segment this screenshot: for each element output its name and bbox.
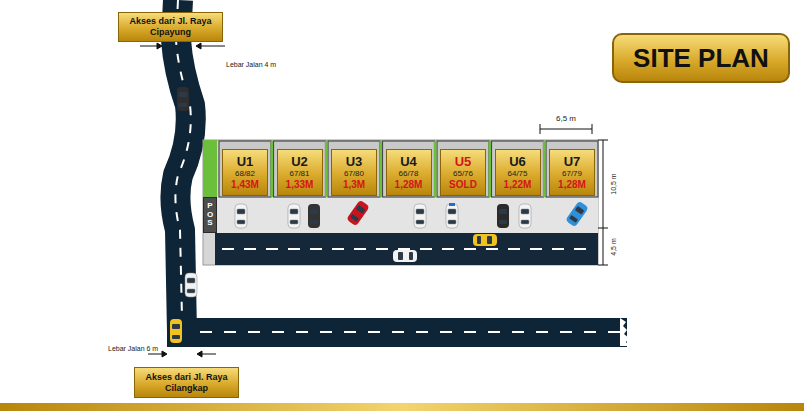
green-strip: [434, 141, 437, 197]
unit-price: 1,43M: [231, 179, 259, 191]
green-strip: [325, 141, 328, 197]
unit-size: 67/81: [289, 169, 309, 179]
unit-label: U267/811,33M: [277, 149, 323, 196]
unit-number: U4: [400, 155, 417, 169]
unit-label: U168/821,43M: [222, 149, 268, 196]
house-plot: [383, 141, 435, 197]
house-plot: [437, 141, 489, 197]
house-plot: [274, 141, 326, 197]
green-strip: [543, 141, 546, 197]
unit-price: 1,3M: [343, 179, 365, 191]
house-plot: [219, 141, 271, 197]
green-strip: [380, 141, 383, 197]
unit-price: 1,28M: [395, 179, 423, 191]
dimension-label: Lebar Jalan 6 m: [108, 345, 158, 352]
access-label: Akses dari Jl. Raya Cipayung: [118, 12, 223, 42]
unit-label: U767/791,28M: [549, 149, 595, 196]
unit-number: U2: [291, 155, 308, 169]
house-plot: [492, 141, 544, 197]
unit-size: 67/80: [344, 169, 364, 179]
dimension-label: 4,5 m: [610, 237, 617, 257]
dimension-label: Lebar Jalan 4 m: [226, 61, 276, 68]
title-banner: SITE PLAN: [612, 33, 790, 83]
unit-number: U5: [455, 155, 472, 169]
dimension-label: 10,5 m: [610, 172, 617, 195]
unit-price: SOLD: [449, 179, 477, 191]
dimension-label: 6,5 m: [555, 115, 577, 123]
access-text: Akses dari Jl. Raya Cilangkap: [139, 372, 234, 394]
unit-number: U6: [509, 155, 526, 169]
unit-number: U3: [346, 155, 363, 169]
unit-size: 64/75: [507, 169, 527, 179]
house-plot: [546, 141, 598, 197]
house-plot: [328, 141, 380, 197]
unit-price: 1,28M: [558, 179, 586, 191]
green-strip: [271, 141, 274, 197]
unit-number: U1: [237, 155, 254, 169]
guard-post: POS: [203, 197, 217, 233]
unit-label: U565/76SOLD: [440, 149, 486, 196]
unit-label: U466/781,28M: [386, 149, 432, 196]
unit-size: 68/82: [235, 169, 255, 179]
green-strip: [489, 141, 492, 197]
access-label: Akses dari Jl. Raya Cilangkap: [134, 367, 239, 398]
unit-price: 1,33M: [286, 179, 314, 191]
unit-size: 65/76: [453, 169, 473, 179]
post-label: POS: [206, 202, 214, 228]
unit-label: U664/751,22M: [495, 149, 541, 196]
title-text: SITE PLAN: [633, 43, 769, 74]
unit-price: 1,22M: [504, 179, 532, 191]
unit-number: U7: [564, 155, 581, 169]
unit-size: 67/79: [562, 169, 582, 179]
unit-size: 66/78: [398, 169, 418, 179]
unit-label: U367/801,3M: [331, 149, 377, 196]
access-text: Akses dari Jl. Raya Cipayung: [123, 16, 218, 38]
